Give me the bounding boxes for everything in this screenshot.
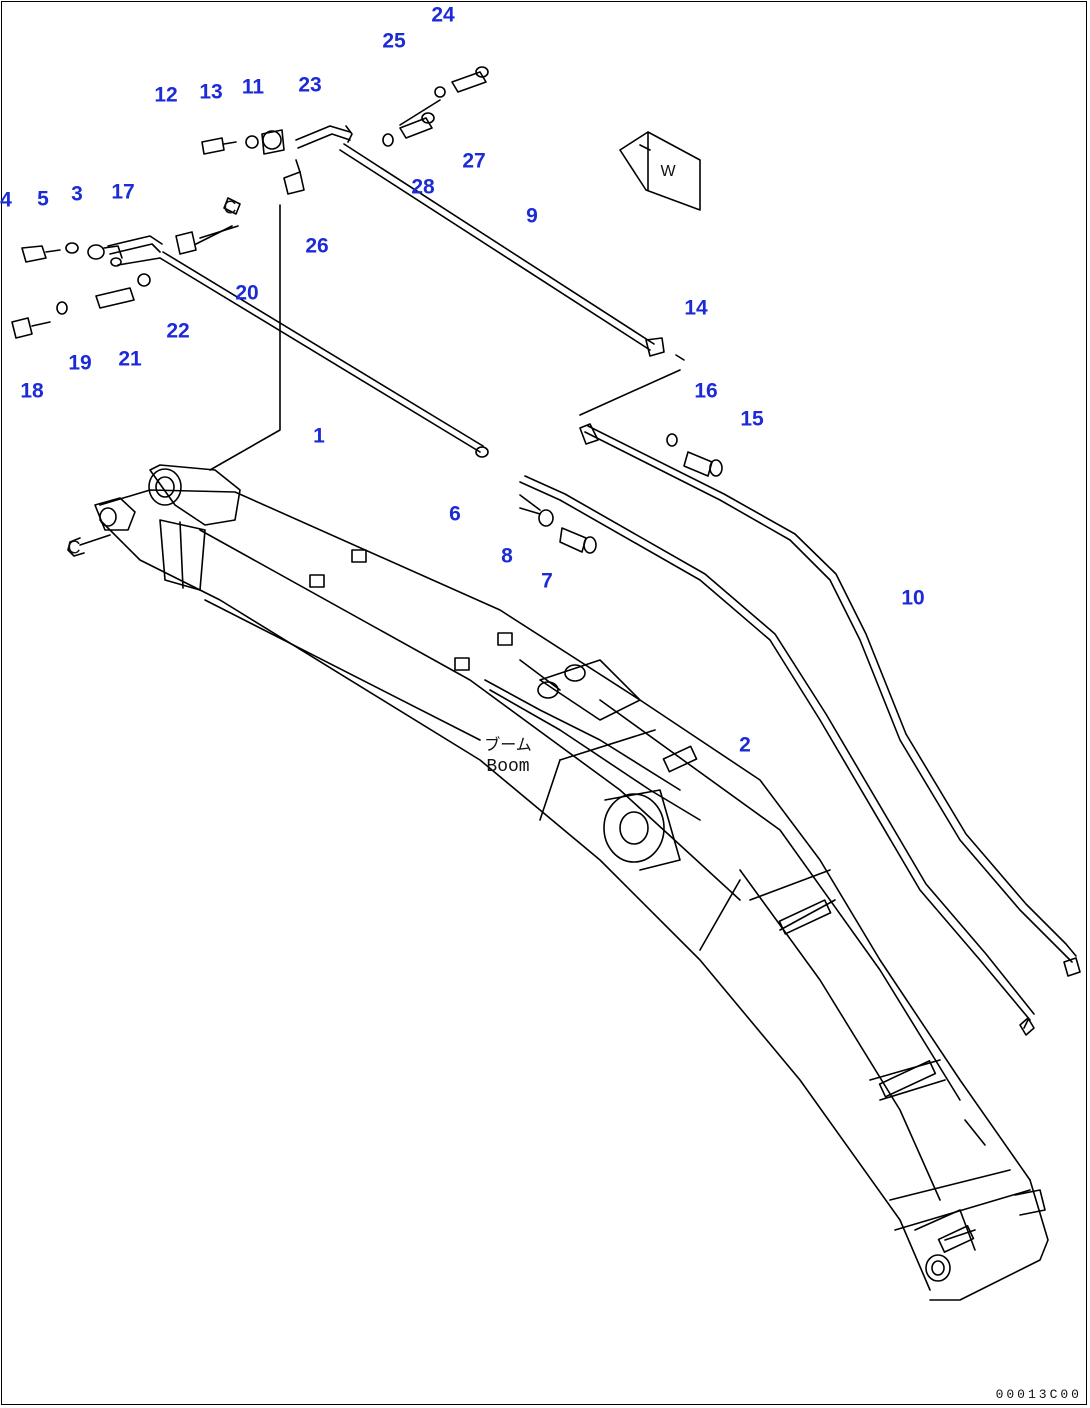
callout-17: 17 — [111, 180, 135, 204]
boom-clamps — [309, 549, 975, 1253]
callout-21: 21 — [118, 347, 142, 371]
boom-label-jp: ブーム — [484, 735, 532, 754]
view-w-indicator — [619, 131, 701, 211]
callout-26: 26 — [305, 234, 329, 258]
view-w-label: W — [660, 163, 676, 180]
callout-23: 23 — [298, 73, 322, 97]
boom-label-en: Boom — [486, 757, 530, 777]
callout-5: 5 — [37, 187, 49, 211]
view-c-indicator — [67, 537, 85, 557]
callout-4: 4 — [0, 188, 12, 212]
drawing-code: 00013C00 — [995, 1387, 1082, 1402]
callout-11: 11 — [241, 75, 265, 99]
callout-28: 28 — [411, 175, 435, 199]
callout-27: 27 — [462, 149, 486, 173]
pipe-2 — [519, 475, 1035, 1036]
bracket-hardware-left — [11, 197, 241, 339]
callout-25: 25 — [382, 29, 406, 53]
pipe-1 — [159, 251, 489, 458]
callout-2: 2 — [739, 733, 751, 757]
callout-6: 6 — [449, 502, 461, 526]
callout-16: 16 — [694, 379, 718, 403]
callout-18: 18 — [20, 379, 44, 403]
view-c-label-upper: C — [223, 197, 237, 218]
callout-12: 12 — [154, 83, 178, 107]
callout-22: 22 — [166, 319, 190, 343]
callout-24: 24 — [431, 3, 455, 27]
view-c-label-lower: C — [67, 537, 81, 558]
callout-3: 3 — [71, 182, 83, 206]
bracket-hardware-upper — [201, 66, 489, 195]
pipe-10 — [579, 423, 1081, 977]
pipe-9 — [339, 143, 665, 357]
callout-19: 19 — [68, 351, 92, 375]
pipe-joint-hardware — [519, 354, 723, 554]
callout-13: 13 — [199, 80, 223, 104]
boom-outline — [94, 464, 1049, 1301]
callout-9: 9 — [526, 204, 538, 228]
callout-8: 8 — [501, 544, 513, 568]
callout-15: 15 — [740, 407, 764, 431]
callout-20: 20 — [235, 281, 259, 305]
callout-10: 10 — [901, 586, 925, 610]
callout-7: 7 — [541, 569, 553, 593]
callout-14: 14 — [684, 296, 708, 320]
callout-1: 1 — [313, 424, 325, 448]
